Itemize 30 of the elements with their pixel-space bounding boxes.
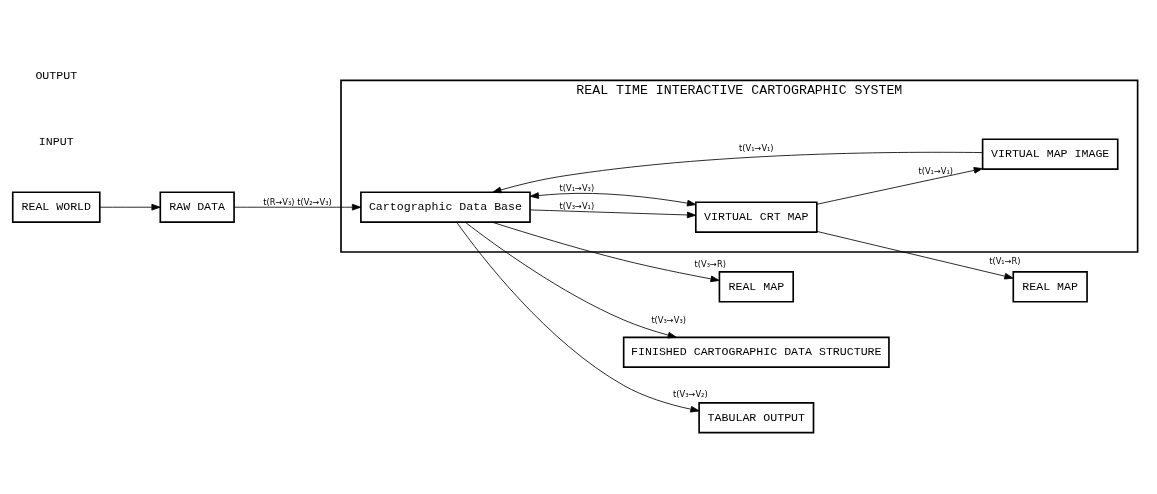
edge-label: t(V₁→R) (989, 255, 1021, 266)
arrow (816, 231, 1014, 280)
arrow (464, 221, 677, 339)
node-box: VIRTUAL MAP IMAGE (981, 138, 1119, 170)
arrow (99, 203, 161, 211)
node-box: TABULAR OUTPUT (698, 402, 815, 434)
edge-label: t(V₃→V₃) (651, 314, 686, 325)
edge-label: t(V₃→V₂) (673, 388, 708, 399)
arrow (233, 203, 362, 211)
edge-label: t(V₁→V₁) (918, 166, 954, 177)
arrow (456, 221, 700, 413)
edge-label: t(V₃→V₁) (559, 200, 595, 211)
arrow (492, 151, 983, 194)
node-box: REAL MAP (718, 271, 795, 303)
edge-label: t(R→V₃) t(V₂→V₃) (263, 196, 332, 207)
edge-label: t(V₃→R) (694, 258, 726, 269)
edge-label: t(V₁→V₃) (559, 183, 595, 194)
node-box: REAL WORLD (11, 191, 101, 223)
label: INPUT (38, 134, 74, 148)
arrow (529, 209, 697, 219)
node-box: FINISHED CARTOGRAPHIC DATA STRUCTURE (622, 336, 890, 369)
node-box: VIRTUAL CRT MAP (694, 201, 818, 233)
label: OUTPUT (35, 69, 78, 83)
edge-label: t(V₁→V₁) (739, 142, 774, 153)
arrow (491, 221, 720, 283)
arrow (816, 167, 983, 205)
node-box: Cartographic Data Base (360, 191, 531, 223)
node-box: RAW DATA (159, 191, 235, 223)
node-box: REAL MAP (1012, 271, 1088, 303)
arrow (529, 192, 697, 207)
